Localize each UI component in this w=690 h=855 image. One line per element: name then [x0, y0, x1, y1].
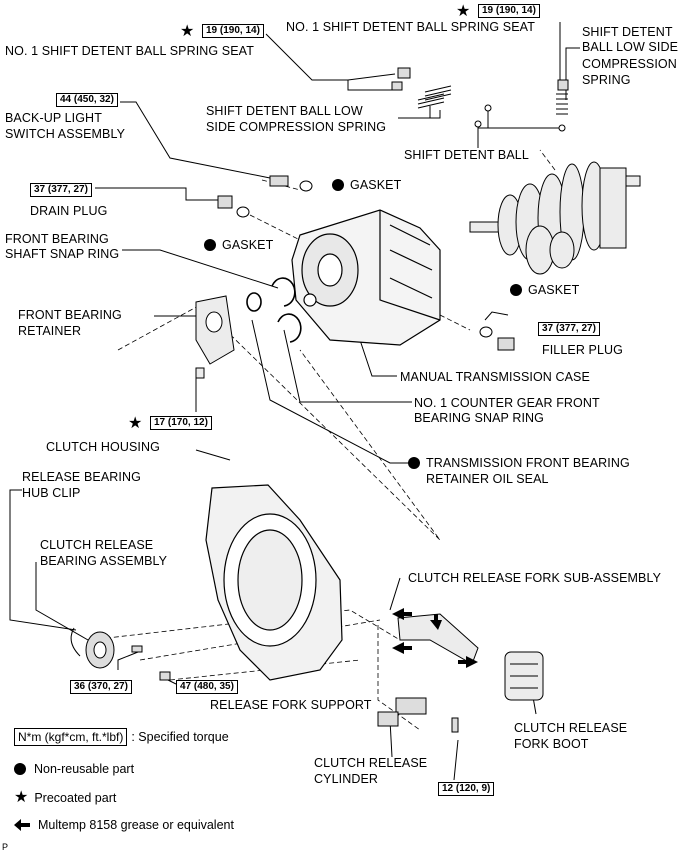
label-drain-plug: DRAIN PLUG	[30, 204, 108, 218]
label-fork-boot-1: CLUTCH RELEASE	[514, 721, 628, 735]
label-snap-ring-2: SHAFT SNAP RING	[5, 247, 120, 261]
backup-switch	[269, 175, 289, 187]
precoated-star-2: ★	[456, 3, 471, 20]
legend-torque-text: : Specified torque	[131, 730, 229, 744]
leader-filler	[484, 311, 509, 321]
nonreusable-dot-gasket-3	[510, 284, 522, 296]
torque-drain-plug: 37 (377, 27)	[30, 183, 92, 197]
legend-arrow-icon	[14, 819, 30, 831]
label-fork-sub-assembly: CLUTCH RELEASE FORK SUB-ASSEMBLY	[408, 571, 662, 585]
footer-mark: P	[2, 842, 9, 852]
legend-torque-box: N*m (kgf*cm, ft.*lbf)	[14, 728, 128, 746]
label-counter-gear-2: BEARING SNAP RING	[414, 411, 544, 425]
label-release-cylinder-2: CYLINDER	[314, 772, 379, 786]
leader-backup	[120, 101, 271, 179]
seat-plug-top	[557, 79, 569, 91]
legend-nonreusable-text: Non-reusable part	[34, 762, 135, 776]
leader-drain	[95, 187, 218, 201]
torque-housing-bolt: 36 (370, 27)	[70, 680, 132, 694]
precoated-star-1: ★	[180, 23, 195, 40]
legend-torque: N*m (kgf*cm, ft.*lbf) : Specified torque	[14, 728, 229, 746]
seat-plug-2	[391, 81, 403, 91]
label-no1-seat-left: NO. 1 SHIFT DETENT BALL SPRING SEAT	[5, 44, 254, 58]
legend-precoated: ★ Precoated part	[14, 790, 116, 806]
grease-arrows	[392, 608, 478, 668]
torque-fork-support: 47 (480, 35)	[176, 680, 238, 694]
nonreusable-dot-oil-seal	[408, 457, 420, 469]
leader-cylinder-torque	[453, 739, 459, 781]
label-release-fork-support: RELEASE FORK SUPPORT	[210, 698, 372, 712]
label-hub-clip-2: HUB CLIP	[22, 486, 81, 500]
torque-backup-switch: 44 (450, 32)	[56, 93, 118, 107]
label-gasket-2: GASKET	[222, 238, 274, 252]
label-gasket-3: GASKET	[528, 283, 580, 297]
torque-seat-left: 19 (190, 14)	[202, 24, 264, 38]
nonreusable-dot-gasket-2	[204, 239, 216, 251]
torque-filler-plug: 37 (377, 27)	[538, 322, 600, 336]
leader-hub-clip	[9, 489, 77, 631]
label-oil-seal-2: RETAINER OIL SEAL	[426, 472, 549, 486]
leader-detent-spring-mid	[398, 106, 431, 119]
label-detent-mid-2: SIDE COMPRESSION SPRING	[206, 120, 387, 134]
label-gasket-1: GASKET	[350, 178, 402, 192]
transmission-case-drawing	[291, 209, 441, 346]
label-hub-clip-1: RELEASE BEARING	[22, 470, 141, 484]
seat-plug-1	[397, 67, 411, 79]
legend-grease: Multemp 8158 grease or equivalent	[14, 818, 234, 832]
label-release-cylinder-1: CLUTCH RELEASE	[314, 756, 428, 770]
leader-counter-gear	[283, 329, 412, 403]
label-snap-ring-1: FRONT BEARING	[5, 232, 109, 246]
leader-trans-case	[359, 339, 397, 377]
label-fork-boot-2: FORK BOOT	[514, 737, 589, 751]
leader-clutch-housing	[195, 449, 231, 461]
label-clutch-housing: CLUTCH HOUSING	[46, 440, 160, 454]
gear-assembly-drawing	[469, 161, 641, 275]
leader-seat-left	[265, 33, 395, 91]
label-detent-mid-1: SHIFT DETENT BALL LOW	[206, 104, 363, 118]
label-backup-1: BACK-UP LIGHT	[5, 111, 102, 125]
legend-nonreusable: Non-reusable part	[14, 762, 134, 776]
legend-star-icon: ★	[14, 789, 29, 806]
leader-fork-sub	[389, 577, 401, 611]
leader-bearing-assy	[35, 562, 89, 641]
label-low-spring-1: SHIFT DETENT	[582, 25, 673, 39]
leader-housing-bolt	[117, 651, 139, 670]
leader-detent-ball	[477, 110, 489, 148]
label-retainer-1: FRONT BEARING	[18, 308, 122, 322]
label-counter-gear-1: NO. 1 COUNTER GEAR FRONT	[414, 396, 600, 410]
clutch-housing-drawing	[205, 484, 343, 681]
leader-seat-left-b	[347, 73, 396, 81]
leader-oil-seal	[251, 319, 408, 464]
precoated-star-3: ★	[128, 415, 143, 432]
label-filler-plug: FILLER PLUG	[542, 343, 623, 357]
label-backup-2: SWITCH ASSEMBLY	[5, 127, 126, 141]
nonreusable-dot-gasket-1	[332, 179, 344, 191]
leader-fork-support	[167, 679, 177, 685]
leader-low-spring	[565, 47, 580, 100]
label-bearing-assy-2: BEARING ASSEMBLY	[40, 554, 168, 568]
torque-seat-top: 19 (190, 14)	[478, 4, 540, 18]
label-shift-detent-ball: SHIFT DETENT BALL	[404, 148, 529, 162]
label-no1-seat-top: NO. 1 SHIFT DETENT BALL SPRING SEAT	[286, 20, 535, 34]
label-low-spring-3: COMPRESSION	[582, 57, 677, 71]
leader-snap-ring	[122, 249, 279, 289]
label-low-spring-2: BALL LOW SIDE	[582, 40, 679, 54]
legend-grease-text: Multemp 8158 grease or equivalent	[38, 818, 234, 832]
legend-dot-icon	[14, 763, 26, 775]
label-transmission-case: MANUAL TRANSMISSION CASE	[400, 370, 590, 384]
label-low-spring-4: SPRING	[582, 73, 631, 87]
torque-retainer-bolt: 17 (170, 12)	[150, 416, 212, 430]
leader-detent-spring-mid-b	[430, 110, 441, 119]
label-bearing-assy-1: CLUTCH RELEASE	[40, 538, 154, 552]
label-oil-seal-1: TRANSMISSION FRONT BEARING	[426, 456, 630, 470]
torque-cylinder: 12 (120, 9)	[438, 782, 495, 796]
legend-precoated-text: Precoated part	[34, 791, 117, 805]
label-retainer-2: RETAINER	[18, 324, 82, 338]
